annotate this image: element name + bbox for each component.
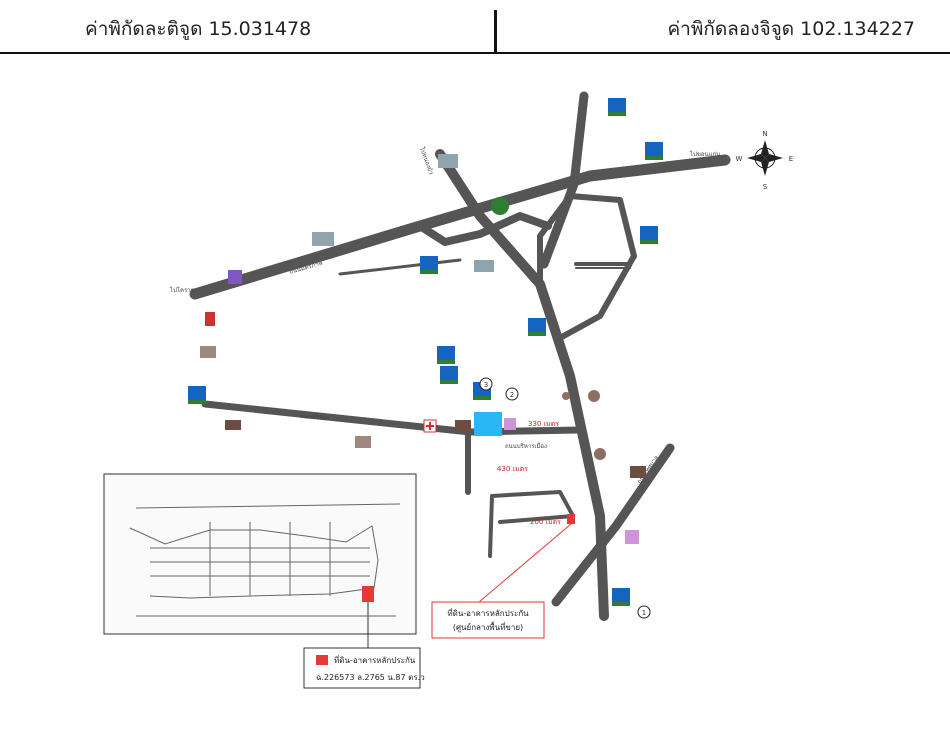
temple-icon	[200, 346, 216, 358]
red-building-icon	[205, 312, 215, 326]
legend-subtitle: ฉ.226573 ล.2765 น.87 ตร.ว	[316, 673, 425, 682]
northern-road	[539, 91, 589, 269]
compass-rose: N S W E	[736, 130, 794, 191]
distance-label-1: 330 เมตร	[528, 420, 559, 428]
house-icon	[188, 386, 206, 404]
shop-icon	[594, 448, 606, 460]
compass-w: W	[736, 155, 743, 163]
lower-loop-road	[488, 490, 575, 558]
temple-icon	[355, 436, 371, 448]
distance-label-2: 430 เมตร	[497, 465, 528, 473]
house-icon	[640, 226, 658, 244]
callout-subtitle: (ศูนย์กลางพื้นที่ขาย)	[453, 621, 523, 633]
subject-property-marker[interactable]	[567, 514, 575, 524]
house-icon	[420, 256, 438, 274]
header-divider	[494, 10, 497, 52]
compass-n: N	[762, 130, 767, 138]
legend-title: ที่ดิน-อาคารหลักประกัน	[334, 654, 416, 665]
temple-icon	[630, 466, 646, 478]
marker-2-label: 2	[510, 391, 514, 399]
school-icon	[455, 420, 471, 432]
latitude-label: ค่าพิกัดละติจูด 15.031478	[85, 18, 312, 40]
marker-1-label: 1	[642, 609, 646, 617]
header-underline	[0, 52, 950, 54]
house-icon	[608, 98, 626, 116]
house-icon	[612, 588, 630, 606]
compass-e: E	[789, 155, 793, 163]
loop-road	[416, 212, 552, 246]
callout-line	[471, 523, 572, 609]
road-label-nongbua: ไปหนองบัว	[418, 145, 436, 176]
hospital-icon	[423, 419, 437, 433]
tree-icon	[491, 197, 509, 215]
longitude-label: ค่าพิกัดลองจิจูด 102.134227	[667, 18, 915, 40]
marker-3-label: 3	[484, 381, 488, 389]
road-label-khonkaen: ไปขอนแก่น	[689, 150, 720, 158]
southeast-road	[551, 443, 675, 607]
header-bar: ค่าพิกัดละติจูด 15.031478 ค่าพิกัดลองจิจ…	[0, 0, 950, 54]
village-road	[338, 258, 462, 276]
inner-road	[537, 193, 637, 341]
shop-icon	[588, 390, 600, 402]
numbered-markers: 3 2 1	[479, 377, 651, 619]
inset-property-marker	[362, 586, 374, 602]
landmark-icons	[188, 98, 663, 606]
building-icon	[312, 232, 334, 246]
gas-station-icon	[625, 530, 639, 544]
purple-building-icon	[228, 270, 242, 284]
compass-s: S	[763, 183, 768, 191]
callout-box	[431, 601, 545, 639]
house-icon	[645, 142, 663, 160]
building-icon	[438, 154, 458, 168]
road-label-sriwat: ถนนสรีวัตร	[300, 412, 331, 423]
legend-box: ที่ดิน-อาคารหลักประกัน ฉ.226573 ล.2765 น…	[303, 647, 425, 689]
road-label-korat: ไปโคราช	[169, 286, 195, 294]
house-icon	[440, 366, 458, 384]
callout-title: ที่ดิน-อาคารหลักประกัน	[447, 607, 529, 618]
west-road	[201, 400, 584, 436]
distance-label-3: 200 เมตร	[530, 518, 561, 526]
shop-icon	[562, 392, 570, 400]
road-label-borihan: ถนนบริหารเมือง	[505, 442, 547, 450]
highlight-zone	[474, 412, 502, 436]
building-icon	[474, 260, 494, 272]
gas-station-icon	[504, 418, 516, 430]
house-icon	[437, 346, 455, 364]
location-map[interactable]: N S W E ไปขอนแก่น ไปโคราช ไปหนองบัว ถนนม…	[0, 56, 950, 730]
temple-icon	[225, 420, 241, 430]
inset-plan	[103, 473, 417, 650]
diagonal-road	[435, 149, 609, 621]
house-icon	[528, 318, 546, 336]
